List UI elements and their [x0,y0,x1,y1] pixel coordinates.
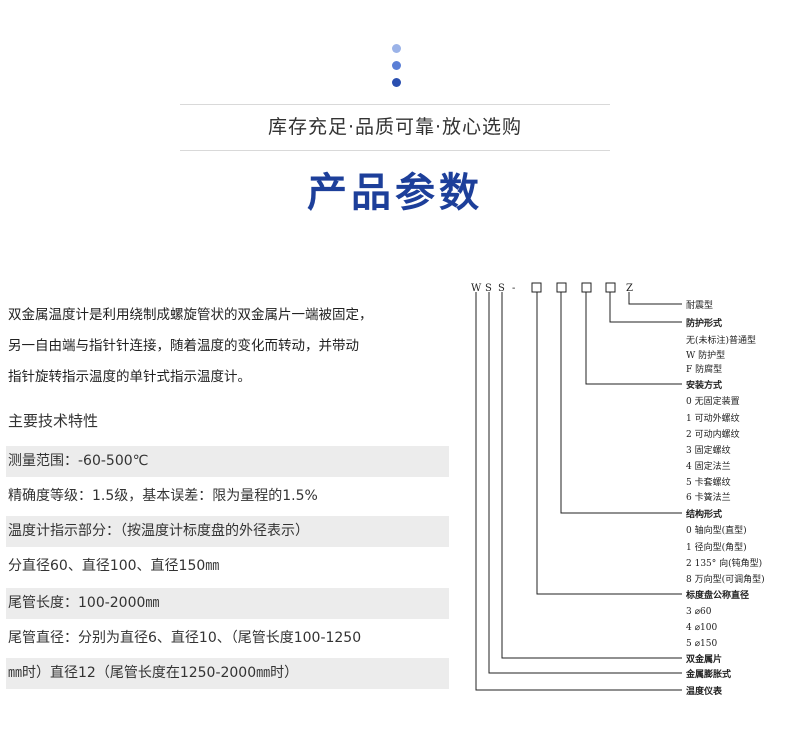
label-structure: 8 万向型(可调角型) [686,573,765,585]
description: 双金属温度计是利用绕制成螺旋管状的双金属片一端被固定， 另一自由端与指针针连接，… [8,300,448,393]
spec-row: 测量范围：-60-500℃ [6,446,449,477]
label-protection: F 防腐型 [686,363,722,375]
description-line: 双金属温度计是利用绕制成螺旋管状的双金属片一端被固定， [8,307,373,323]
label-mount: 5 卡套螺纹 [686,476,731,488]
label-structure: 0 轴向型(直型) [686,524,747,536]
label-mount: 0 无固定装置 [686,395,740,407]
label-mount: 6 卡簧法兰 [686,491,731,503]
decor-dot-2 [392,61,401,70]
spec-row: 温度计指示部分：（按温度计标度盘的外径表示） [6,516,449,547]
spec-row: 尾管直径：分别为直径6、直径10、（尾管长度100-1250 [8,630,362,646]
spec-row: ㎜时）直径12（尾管长度在1250-2000㎜时） [6,658,449,689]
label-expansion: 金属膨胀式 [685,668,731,680]
code-dash: - [512,283,515,294]
specs-heading: 主要技术特性 [8,412,99,430]
divider-top [180,104,610,105]
slogan: 库存充足·品质可靠·放心选购 [267,116,523,138]
page-title: 产品参数 [307,170,483,216]
code-letter-w: W [471,283,482,294]
label-anticorrosion: 耐震型 [686,299,713,311]
label-dial: 5 ⌀150 [686,639,717,649]
spec-row: 分直径60、直径100、直径150㎜ [8,558,220,574]
label-mount: 4 固定法兰 [686,460,731,472]
spec-row: 精确度等级：1.5级，基本误差：限为量程的1.5% [8,488,318,504]
description-line: 另一自由端与指针针连接，随着温度的变化而转动，并带动 [8,338,359,354]
code-box [531,282,542,293]
model-code-diagram: W S S - Z 耐震型 防护形式 无(未标注)普通型 W 防护型 F 防腐型… [471,282,765,697]
spec-row: 尾管长度：100-2000㎜ [6,588,449,619]
code-letter-s: S [498,283,505,294]
label-protection: 无(未标注)普通型 [686,334,756,346]
label-dial: 4 ⌀100 [686,623,717,633]
label-instrument: 温度仪表 [686,685,723,697]
code-letter-z: Z [626,283,633,294]
description-line: 指针旋转指示温度的单针式指示温度计。 [8,369,251,385]
label-structure: 2 135° 向(钝角型) [686,557,762,569]
label-dial: 3 ⌀60 [686,607,712,617]
label-dial-title: 标度盘公称直径 [685,589,749,601]
label-structure-title: 结构形式 [686,508,722,520]
label-bimetal: 双金属片 [686,653,722,665]
label-mount: 2 可动内螺纹 [686,428,740,440]
code-box [581,282,592,293]
code-letter-s: S [485,283,492,294]
label-protection: W 防护型 [686,349,725,361]
label-mount: 3 固定螺纹 [686,444,731,456]
decor-dot-1 [392,44,401,53]
label-structure: 1 径向型(角型) [686,541,747,553]
label-protection-title: 防护形式 [686,317,722,329]
label-mount-title: 安装方式 [686,379,722,391]
label-mount: 1 可动外螺纹 [686,412,740,424]
divider-bottom [180,150,610,151]
code-box [556,282,567,293]
code-box [605,282,616,293]
decor-dot-3 [392,78,401,87]
